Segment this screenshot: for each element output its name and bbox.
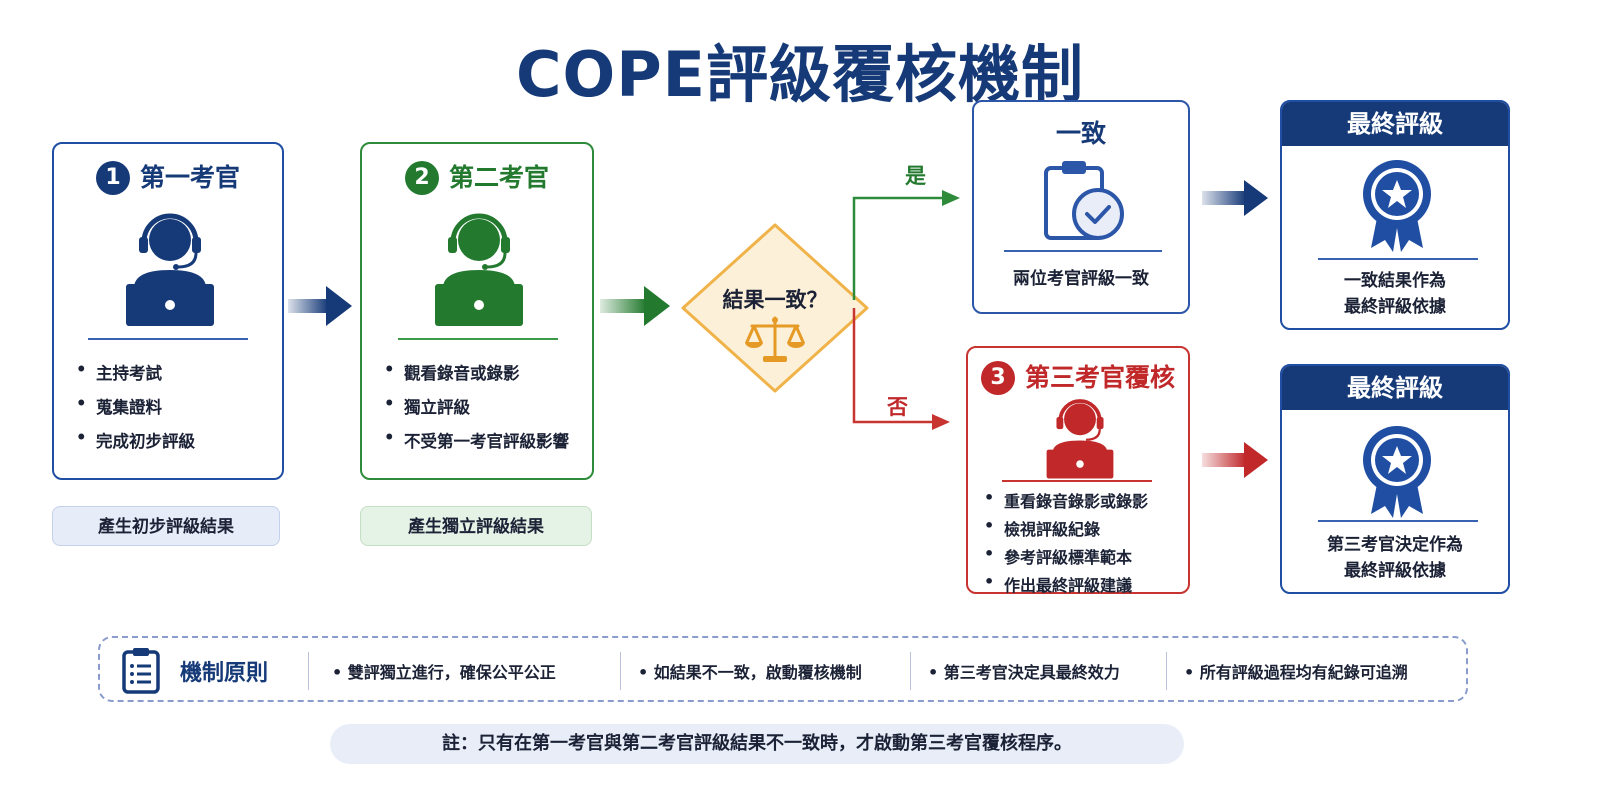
no-branch-connector <box>852 308 950 430</box>
page-title: COPE評級覆核機制 <box>515 38 1084 111</box>
principles-separator <box>308 652 309 690</box>
consistent-title: 一致 <box>1055 119 1106 148</box>
principles-title: 機制原則 <box>180 661 269 686</box>
examiner-headset-laptop-icon <box>1046 399 1114 479</box>
final-grade-title: 最終評級 <box>1282 102 1508 146</box>
consistent-text: 兩位考官評級一致 <box>1013 269 1149 289</box>
checklist-clipboard-icon <box>122 648 160 694</box>
card-divider <box>1004 250 1162 252</box>
first-examiner-title: 第一考官 <box>139 163 240 192</box>
principle-item: • 如結果不一致，啟動覆核機制 <box>638 663 862 682</box>
bullet-item: 參考評級標準範本 <box>982 544 1148 568</box>
second-examiner-header: 2 第二考官 <box>362 158 592 195</box>
final-grade-line: 最終評級依據 <box>1344 297 1446 317</box>
award-ribbon-icon <box>1363 426 1431 518</box>
consistent-card: 一致 兩位考官評級一致 <box>972 100 1190 314</box>
second-examiner-card: 2 第二考官 觀看錄音或錄影 獨立評級 不受第一考官評級影響 <box>360 142 594 480</box>
third-examiner-bullets: 重看錄音錄影或錄影 檢視評級紀錄 參考評級標準範本 作出最終評級建議 <box>982 488 1148 596</box>
principle-item-text: 如結果不一致，啟動覆核機制 <box>653 663 862 682</box>
examiner-headset-laptop-icon <box>435 213 523 326</box>
arrow-right-icon <box>288 286 352 326</box>
final-grade-line: 最終評級依據 <box>1344 561 1446 581</box>
card-divider <box>398 338 558 340</box>
card-divider <box>1002 480 1152 482</box>
bullet-item: 重看錄音錄影或錄影 <box>982 488 1148 512</box>
bullet-item: 作出最終評級建議 <box>982 572 1148 596</box>
no-label: 否 <box>887 395 908 419</box>
second-examiner-bullets: 觀看錄音或錄影 獨立評級 不受第一考官評級影響 <box>382 360 569 452</box>
principles-bar: 機制原則 • 雙評獨立進行，確保公平公正 • 如結果不一致，啟動覆核機制 • 第… <box>98 636 1468 702</box>
third-examiner-card: 3 第三考官覆核 重看錄音錄影或錄影 檢視評級紀錄 參考評級標準範本 作出最終評級… <box>966 346 1190 596</box>
third-examiner-title: 第三考官覆核 <box>1024 363 1175 392</box>
step-badge-2: 2 <box>404 161 439 195</box>
arrow-right-icon <box>600 286 670 326</box>
principle-item: • 雙評獨立進行，確保公平公正 <box>332 663 556 682</box>
bullet-item: 蒐集證料 <box>74 394 195 418</box>
card-divider <box>88 338 248 340</box>
card-divider <box>1318 258 1478 260</box>
final-grade-card-bottom: 最終評級 第三考官決定作為 最終評級依據 <box>1280 364 1510 594</box>
card-divider <box>1318 520 1478 522</box>
final-grade-card-top: 最終評級 一致結果作為 最終評級依據 <box>1280 100 1510 330</box>
principle-item-text: 所有評級過程均有紀錄可追溯 <box>1199 663 1408 682</box>
bullet-item: 獨立評級 <box>382 394 569 418</box>
arrow-right-icon <box>1202 442 1268 478</box>
principles-separator <box>910 652 911 690</box>
yes-branch-connector <box>852 190 960 300</box>
award-ribbon-icon <box>1363 160 1431 252</box>
final-grade-line: 一致結果作為 <box>1344 271 1446 291</box>
first-examiner-result: 產生初步評級結果 <box>52 506 280 546</box>
principle-item-text: 雙評獨立進行，確保公平公正 <box>347 663 556 682</box>
bullet-item: 主持考試 <box>74 360 195 384</box>
first-examiner-header: 1 第一考官 <box>54 158 282 195</box>
step-badge-3: 3 <box>980 361 1015 395</box>
second-examiner-title: 第二考官 <box>448 163 549 192</box>
decision-diamond <box>681 223 869 393</box>
bullet-item: 完成初步評級 <box>74 428 195 452</box>
arrow-right-icon <box>1202 180 1268 216</box>
principle-item-text: 第三考官決定具最終效力 <box>943 663 1120 682</box>
yes-label: 是 <box>905 164 926 188</box>
bullet-item: 不受第一考官評級影響 <box>382 428 569 452</box>
final-grade-title: 最終評級 <box>1282 366 1508 410</box>
principles-separator <box>620 652 621 690</box>
clipboard-check-icon <box>1044 161 1124 240</box>
step-badge-1: 1 <box>95 161 130 195</box>
principles-separator <box>1166 652 1167 690</box>
principle-item: • 所有評級過程均有紀錄可追溯 <box>1184 663 1408 682</box>
third-examiner-header: 3 第三考官覆核 <box>968 358 1188 395</box>
first-examiner-card: 1 第一考官 主持考試 蒐集證料 完成初步評級 <box>52 142 284 480</box>
final-grade-line: 第三考官決定作為 <box>1327 535 1463 555</box>
decision-question: 結果一致？ <box>722 288 828 312</box>
bullet-item: 觀看錄音或錄影 <box>382 360 569 384</box>
bullet-item: 檢視評級紀錄 <box>982 516 1148 540</box>
examiner-headset-laptop-icon <box>126 213 214 326</box>
first-examiner-bullets: 主持考試 蒐集證料 完成初步評級 <box>74 360 195 452</box>
second-examiner-result: 產生獨立評級結果 <box>360 506 592 546</box>
scale-icon <box>745 316 805 362</box>
principle-item: • 第三考官決定具最終效力 <box>928 663 1120 682</box>
footnote: 註：只有在第一考官與第二考官評級結果不一致時，才啟動第三考官覆核程序。 <box>330 724 1184 764</box>
